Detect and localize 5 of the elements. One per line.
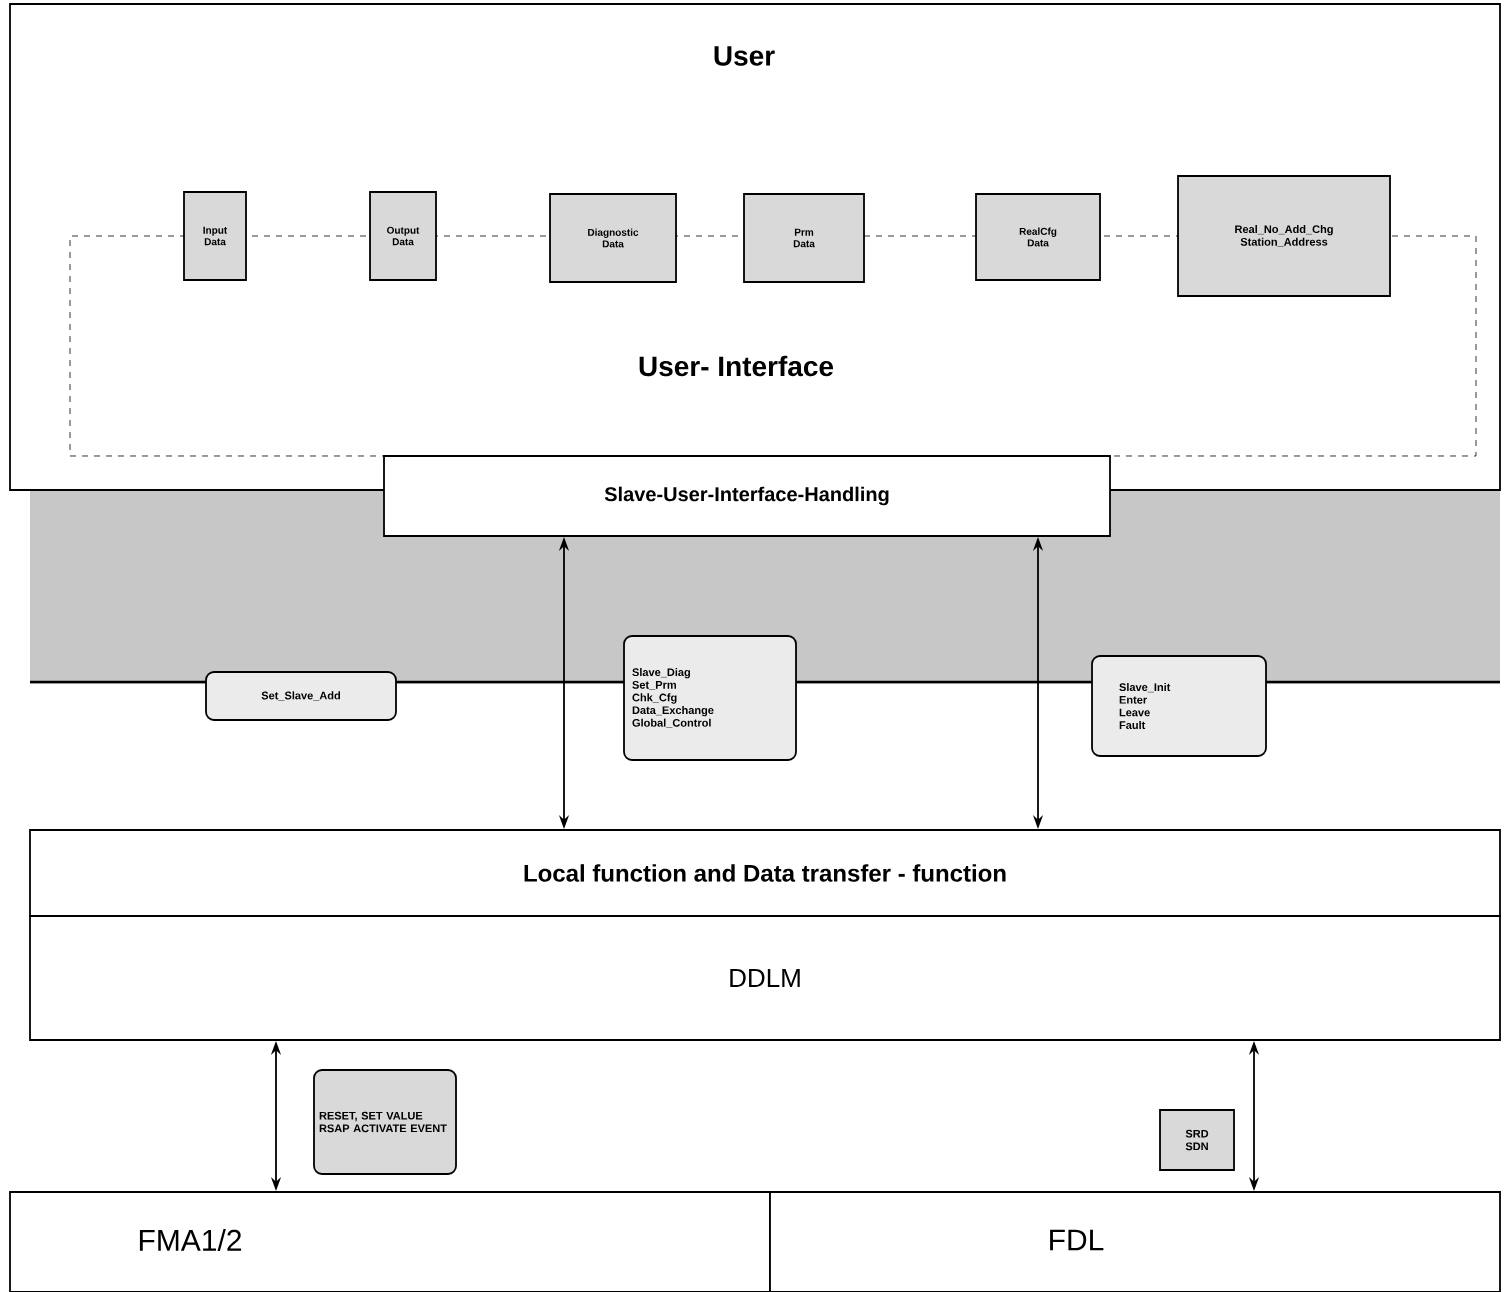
layer-box: FDL [769, 1191, 1501, 1292]
layer-box: FMA1/2 [9, 1191, 771, 1292]
handling-box: Slave-User-Interface-Handling [383, 455, 1111, 537]
layer-box: Local function and Data transfer - function [29, 829, 1501, 917]
layer-box: DDLM [29, 915, 1501, 1041]
